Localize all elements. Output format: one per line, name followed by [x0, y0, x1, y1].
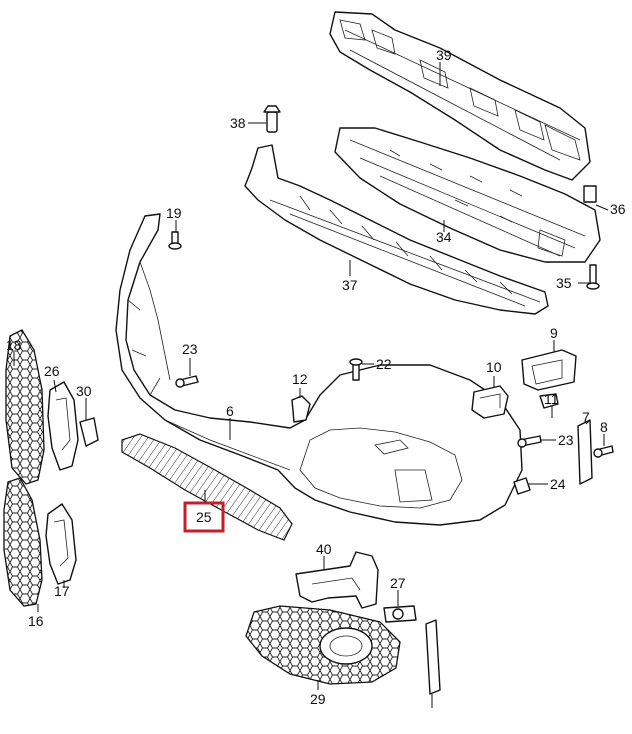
bracket-part-10[interactable]	[471, 385, 509, 419]
bumper-cover-part-6[interactable]	[115, 213, 523, 526]
clip-part-40[interactable]	[383, 605, 417, 623]
callout-35: 35	[556, 275, 572, 291]
clip-part-38[interactable]	[263, 105, 281, 133]
screw-part-8[interactable]	[593, 445, 614, 458]
callout-10: 10	[486, 359, 502, 375]
screw-part-19[interactable]	[168, 231, 182, 250]
callout-6: 6	[226, 403, 234, 419]
nut-part-24[interactable]	[513, 477, 531, 495]
tow-eye-cover-part-9[interactable]	[521, 349, 577, 391]
deflector-plate-part-34[interactable]	[334, 127, 601, 263]
callout-27: 17	[54, 583, 70, 599]
callout-30: 30	[76, 383, 92, 399]
spring-clip-part-11[interactable]	[539, 393, 559, 409]
callout-9: 9	[550, 325, 558, 341]
callout-8: 8	[600, 419, 608, 435]
callout-26: 26	[44, 363, 60, 379]
screw-part-35[interactable]	[586, 264, 600, 290]
callout-28: 25	[196, 509, 212, 525]
side-bracket-part-26[interactable]	[47, 381, 79, 471]
bracket-part-7[interactable]	[577, 419, 593, 485]
callout-25: 40	[316, 541, 332, 557]
callout-22: 22	[376, 356, 392, 372]
leader-lines	[13, 62, 609, 708]
callout-7: 7	[582, 409, 590, 425]
callout-34: 34	[436, 229, 452, 245]
callout-19: 19	[166, 205, 182, 221]
support-bracket-part-37[interactable]	[244, 144, 549, 315]
callout-11: 11	[544, 391, 559, 407]
side-grille-part-18[interactable]	[5, 329, 45, 485]
callout-36: 36	[610, 201, 626, 217]
impact-absorber-part-39[interactable]	[329, 11, 591, 181]
callout-40: 27	[390, 575, 406, 591]
callout-39: 39	[436, 47, 452, 63]
side-bracket-part-27[interactable]	[45, 503, 77, 585]
callout-23a: 23	[182, 341, 198, 357]
nut-part-36[interactable]	[583, 185, 597, 203]
callout-37: 37	[342, 277, 358, 293]
callout-23b: 23	[558, 432, 574, 448]
clip-part-30[interactable]	[79, 417, 99, 447]
callout-38: 38	[230, 115, 246, 131]
callout-12: 12	[292, 371, 308, 387]
callout-labels: 39 38 36 34 19 35 37 9 18 23 22 26 30 10…	[6, 47, 626, 707]
fog-grille-part-16[interactable]	[245, 605, 401, 685]
fog-bracket-part-25[interactable]	[295, 551, 379, 609]
lower-grille-part-28[interactable]	[121, 433, 293, 541]
callout-18: 18	[6, 337, 22, 353]
callout-24: 24	[550, 476, 566, 492]
highlight-box	[183, 501, 225, 533]
screw-part-23-right[interactable]	[517, 435, 542, 448]
side-grille-part-17[interactable]	[3, 477, 43, 607]
callout-17: 16	[28, 613, 44, 629]
callout-16: 29	[310, 691, 326, 707]
bracket-part-29[interactable]	[425, 619, 441, 695]
screw-part-23-left[interactable]	[175, 375, 199, 388]
screw-part-22[interactable]	[349, 358, 363, 381]
